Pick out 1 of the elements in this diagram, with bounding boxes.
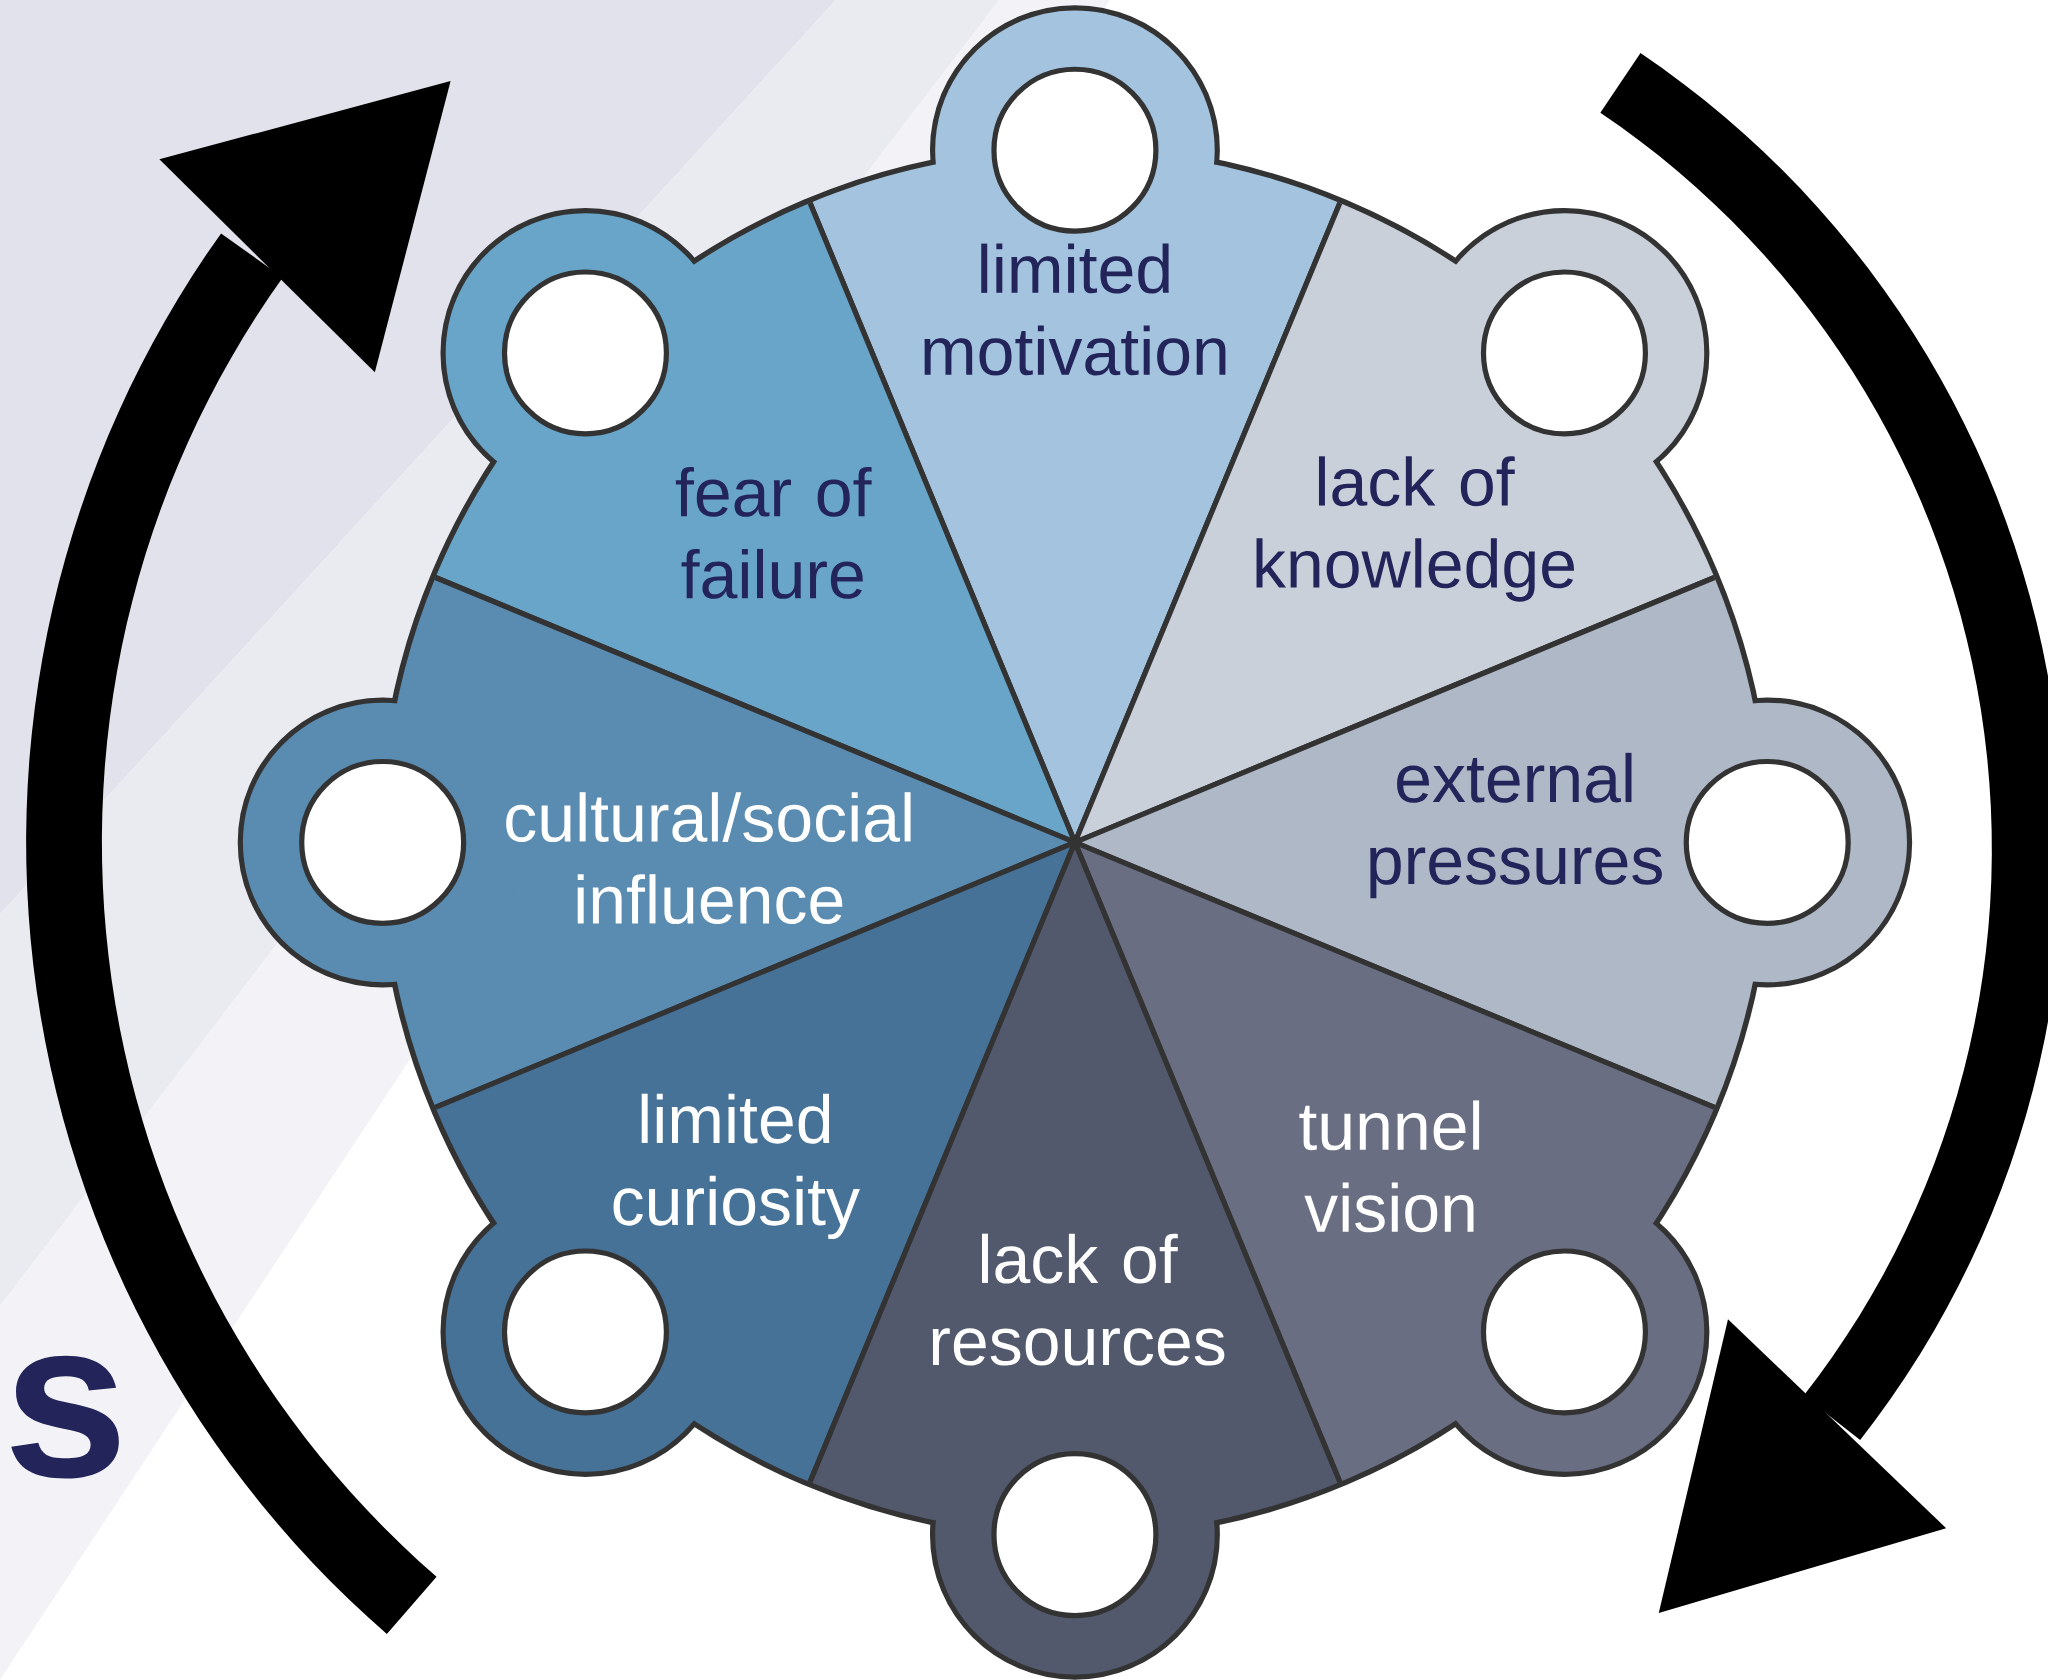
- title-fragment: s: [11, 1355, 119, 1479]
